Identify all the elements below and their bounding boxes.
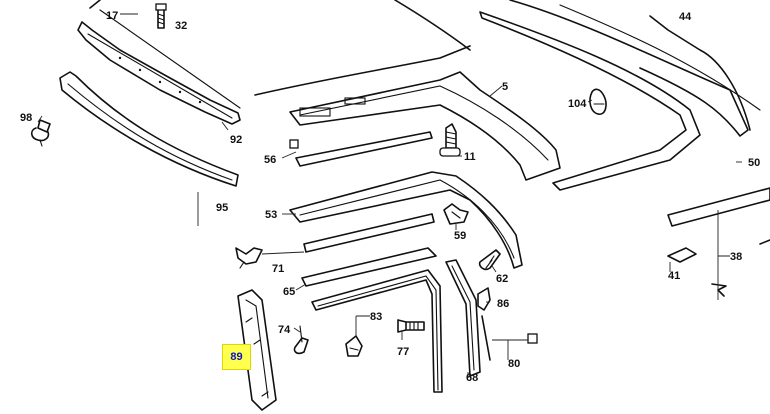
callout-41: 41 (668, 270, 680, 282)
callout-50: 50 (748, 157, 760, 169)
part-53-strip (289, 171, 523, 269)
callout-98: 98 (20, 112, 32, 124)
part-71-strip (235, 213, 435, 269)
part-32-bolt (155, 3, 167, 29)
callout-11: 11 (464, 151, 476, 163)
callout-95: 95 (216, 202, 228, 214)
callout-labels: 17 32 44 98 92 5 104 56 11 95 53 50 59 7… (20, 10, 760, 384)
callout-17: 17 (106, 10, 118, 22)
part-44-rail (479, 0, 761, 191)
callout-65: 65 (283, 286, 295, 298)
callout-104: 104 (568, 98, 587, 110)
part-86-clip (477, 287, 491, 311)
part-95-moulding (59, 71, 239, 187)
callout-5: 5 (502, 81, 508, 93)
part-62-screw (478, 249, 501, 271)
part-77-bolt (397, 319, 425, 333)
roof-panel (89, 0, 471, 109)
part-38-wire (711, 283, 727, 297)
highlight-marker (222, 344, 251, 370)
part-11-screw (439, 123, 461, 157)
part-56-strip (289, 131, 433, 167)
callout-59: 59 (454, 230, 466, 242)
callout-77: 77 (397, 346, 409, 358)
part-50-trim (667, 187, 770, 245)
callout-56: 56 (264, 154, 276, 166)
part-65-strip (301, 247, 443, 393)
callout-32: 32 (175, 20, 187, 32)
leader-lines (37, 13, 742, 378)
part-74-screw (293, 325, 309, 355)
part-68-channel (445, 259, 481, 377)
callout-71: 71 (272, 263, 284, 275)
part-80-rod (481, 315, 538, 361)
callout-80: 80 (508, 358, 520, 370)
callout-68: 68 (466, 372, 478, 384)
part-83-clip (345, 335, 363, 357)
part-98-screw (30, 119, 51, 147)
callout-62: 62 (496, 273, 508, 285)
part-59-clip (443, 203, 469, 225)
callout-92: 92 (230, 134, 242, 146)
part-5-rail (289, 71, 561, 181)
callout-53: 53 (265, 209, 277, 221)
part-89-pillar-trim (237, 289, 277, 411)
callout-89-highlighted[interactable]: 89 (230, 351, 243, 363)
callout-86: 86 (497, 298, 509, 310)
part-104-clip (589, 88, 607, 115)
callout-44: 44 (679, 11, 692, 23)
part-41-bracket (667, 247, 697, 263)
part-92-strip (77, 21, 241, 125)
callout-38: 38 (730, 251, 742, 263)
callout-83: 83 (370, 311, 382, 323)
callout-74: 74 (278, 324, 291, 336)
